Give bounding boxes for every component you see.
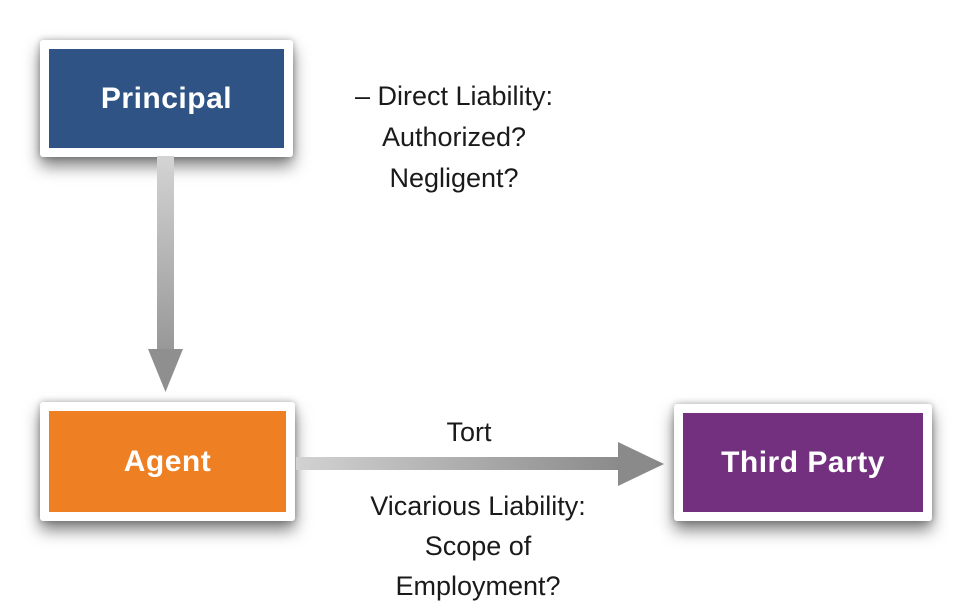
arrow-right-icon [296, 442, 664, 486]
principal-node-fill: Principal [49, 49, 284, 148]
principal-node-label: Principal [100, 81, 233, 115]
agent-node-fill: Agent [49, 411, 286, 512]
third-party-node-fill: Third Party [683, 413, 923, 512]
direct-liability-annotation: – Direct Liability: Authorized? Negligen… [308, 76, 600, 199]
agent-node-label: Agent [123, 444, 212, 478]
third-party-node-label: Third Party [721, 445, 885, 479]
vicarious-liability-line-2: Scope of [424, 531, 532, 561]
vicarious-liability-line-3: Employment? [395, 571, 561, 601]
direct-liability-line-1: – Direct Liability: [354, 81, 554, 111]
agent-node: Agent [40, 402, 295, 521]
direct-liability-line-2: Authorized? [381, 122, 527, 152]
direct-liability-line-3: Negligent? [389, 163, 519, 193]
arrow-down-icon [148, 156, 183, 392]
third-party-node: Third Party [674, 404, 932, 521]
tort-edge-label: Tort [446, 417, 492, 447]
vicarious-liability-annotation: Vicarious Liability: Scope of Employment… [330, 486, 626, 606]
vicarious-liability-line-1: Vicarious Liability: [370, 491, 586, 521]
principal-node: Principal [40, 40, 293, 157]
